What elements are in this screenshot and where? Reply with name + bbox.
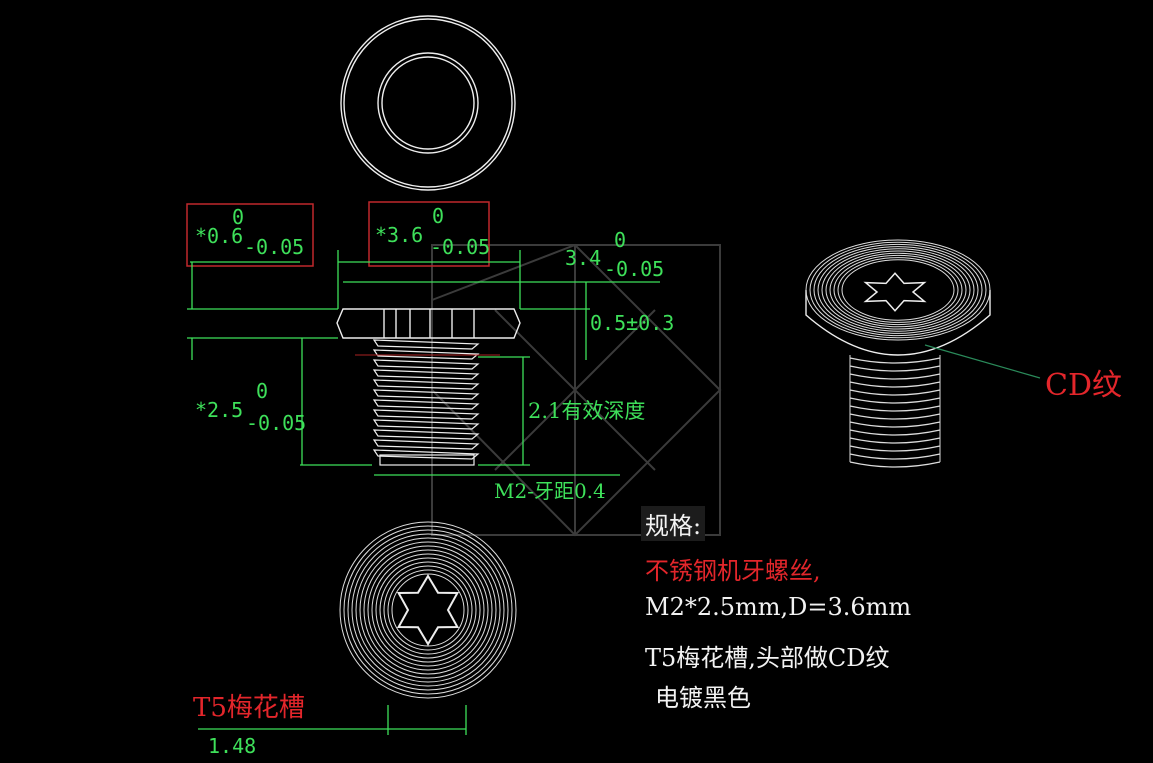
cd-finish-label: CD纹 <box>1045 368 1122 403</box>
dimension-lines <box>187 250 660 735</box>
svg-text:*2.5: *2.5 <box>195 398 243 422</box>
dim-recess-width: 1.48 <box>208 734 256 758</box>
top-view <box>340 15 516 191</box>
svg-text:0: 0 <box>614 228 626 252</box>
svg-text:0: 0 <box>432 204 444 228</box>
dim-recess-depth: 0.5±0.3 <box>590 311 674 335</box>
spec-size: M2*2.5mm,D=3.6mm <box>645 593 912 621</box>
dim-head-top-diameter: 3.4 0 -0.05 <box>565 228 664 281</box>
svg-text:3.4: 3.4 <box>565 246 601 270</box>
3d-view <box>805 239 991 468</box>
dim-length: *2.5 0 -0.05 <box>195 379 306 435</box>
svg-text:-0.05: -0.05 <box>430 235 490 259</box>
spec-title: 规格: <box>641 506 706 541</box>
spec-material: 不锈钢机牙螺丝, <box>645 557 821 585</box>
watermark-logo <box>431 243 722 537</box>
highlight-box-head-diameter <box>368 201 490 267</box>
side-view <box>336 308 521 466</box>
bottom-view <box>339 521 517 699</box>
svg-text:-0.05: -0.05 <box>604 257 664 281</box>
highlight-box-head-height <box>186 203 314 267</box>
svg-text:-0.05: -0.05 <box>244 235 304 259</box>
torx-recess-icon <box>396 574 460 646</box>
spec-finish: 电镀黑色 <box>655 684 751 712</box>
svg-text:*3.6: *3.6 <box>375 223 423 247</box>
dim-head-height: *0.6 0 -0.05 <box>195 205 304 259</box>
recess-type-label: T5梅花槽 <box>193 693 305 723</box>
dim-thread-spec: M2-牙距0.4 <box>494 479 606 503</box>
svg-text:*0.6: *0.6 <box>195 224 243 248</box>
dim-head-diameter: *3.6 0 -0.05 <box>375 204 490 259</box>
spec-head: T5梅花槽,头部做CD纹 <box>645 644 890 672</box>
svg-text:-0.05: -0.05 <box>246 411 306 435</box>
cd-leader-line <box>924 344 1041 379</box>
svg-text:0: 0 <box>232 205 244 229</box>
dim-thread-depth: 2.1有效深度 <box>528 399 645 423</box>
svg-text:0: 0 <box>256 379 268 403</box>
